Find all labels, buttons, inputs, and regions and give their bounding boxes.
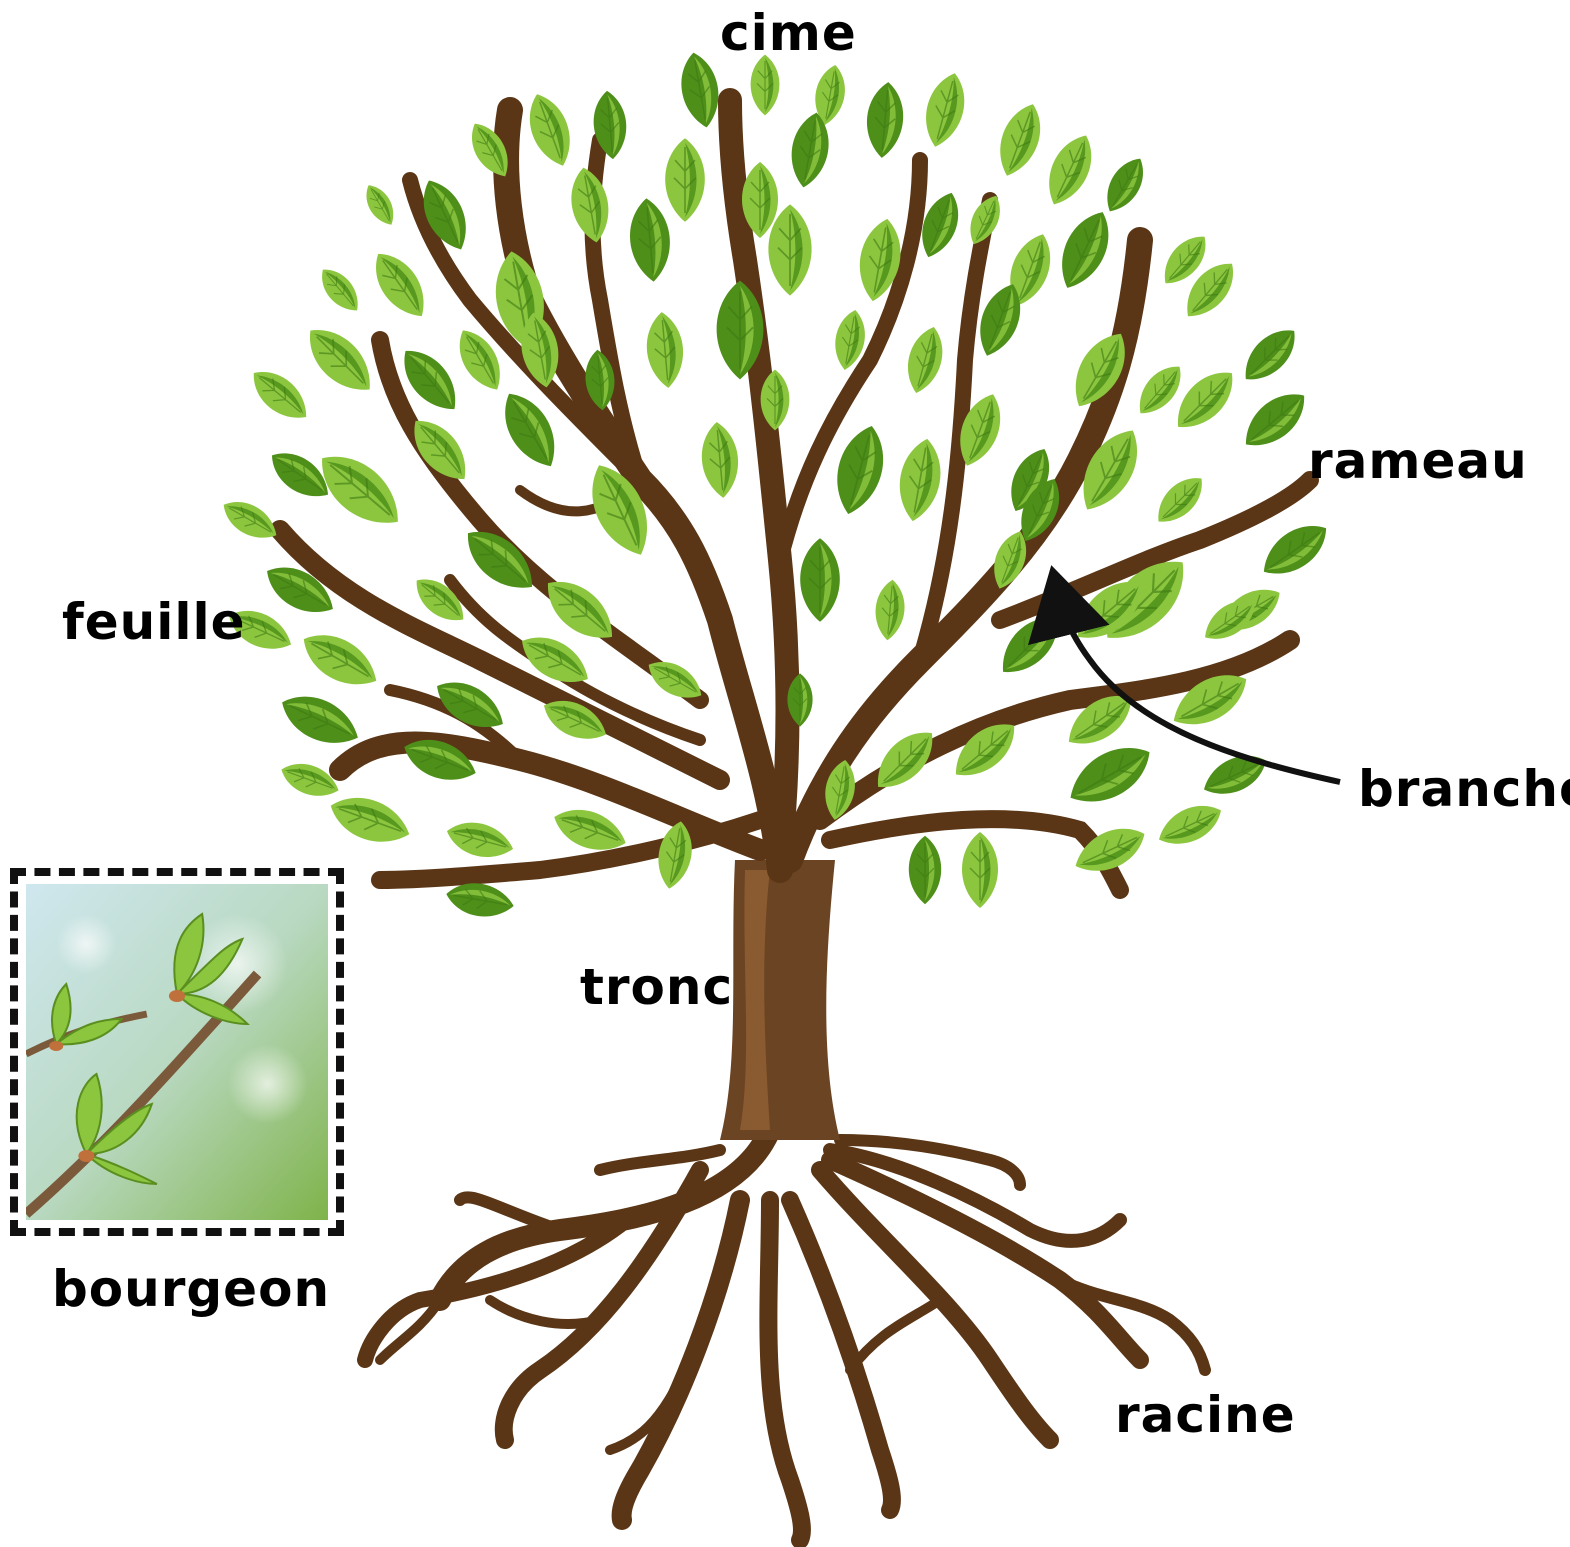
leaf <box>1234 319 1305 390</box>
leaf <box>1049 204 1120 297</box>
label-feuille: feuille <box>62 597 246 647</box>
bud-photo <box>26 884 328 1220</box>
leaf <box>676 49 725 130</box>
leaf <box>800 538 840 622</box>
leaf <box>699 421 741 500</box>
leaf <box>313 262 367 319</box>
leaf <box>665 138 705 222</box>
leaf <box>901 323 950 397</box>
leaf <box>990 98 1050 182</box>
leaf <box>1254 513 1337 586</box>
leaf <box>918 69 972 152</box>
label-branche: branche <box>1358 764 1570 814</box>
leaf <box>1148 468 1211 531</box>
leaf <box>1234 382 1315 458</box>
bud-photo-frame <box>10 868 344 1236</box>
label-cime: cime <box>720 8 857 58</box>
leaf <box>644 311 686 390</box>
leaf <box>1152 796 1228 854</box>
leaf <box>359 180 401 230</box>
leaf <box>296 316 383 403</box>
leaf <box>566 164 615 245</box>
trunk <box>720 860 840 1140</box>
leaf <box>827 420 892 519</box>
leaf <box>1097 151 1152 218</box>
leaf <box>216 492 283 547</box>
leaf <box>864 81 906 160</box>
leaf <box>520 88 580 172</box>
roots <box>365 1130 1205 1540</box>
leaf <box>768 204 811 295</box>
label-racine: racine <box>1115 1390 1296 1440</box>
leaf <box>324 787 416 853</box>
label-bourgeon: bourgeon <box>52 1264 330 1314</box>
leaf <box>893 435 947 524</box>
leaf <box>873 578 907 641</box>
leaf <box>243 361 316 430</box>
leaf <box>962 832 998 908</box>
leaf <box>363 244 436 327</box>
leaf <box>443 816 517 865</box>
leaf <box>294 622 386 698</box>
leaf <box>751 55 780 116</box>
leaf <box>627 197 674 284</box>
leaf <box>1038 128 1103 212</box>
leaf <box>1060 733 1161 816</box>
label-rameau: rameau <box>1308 436 1528 486</box>
leaf <box>909 836 941 904</box>
leaf <box>274 684 367 755</box>
label-tronc: tronc <box>580 962 733 1012</box>
